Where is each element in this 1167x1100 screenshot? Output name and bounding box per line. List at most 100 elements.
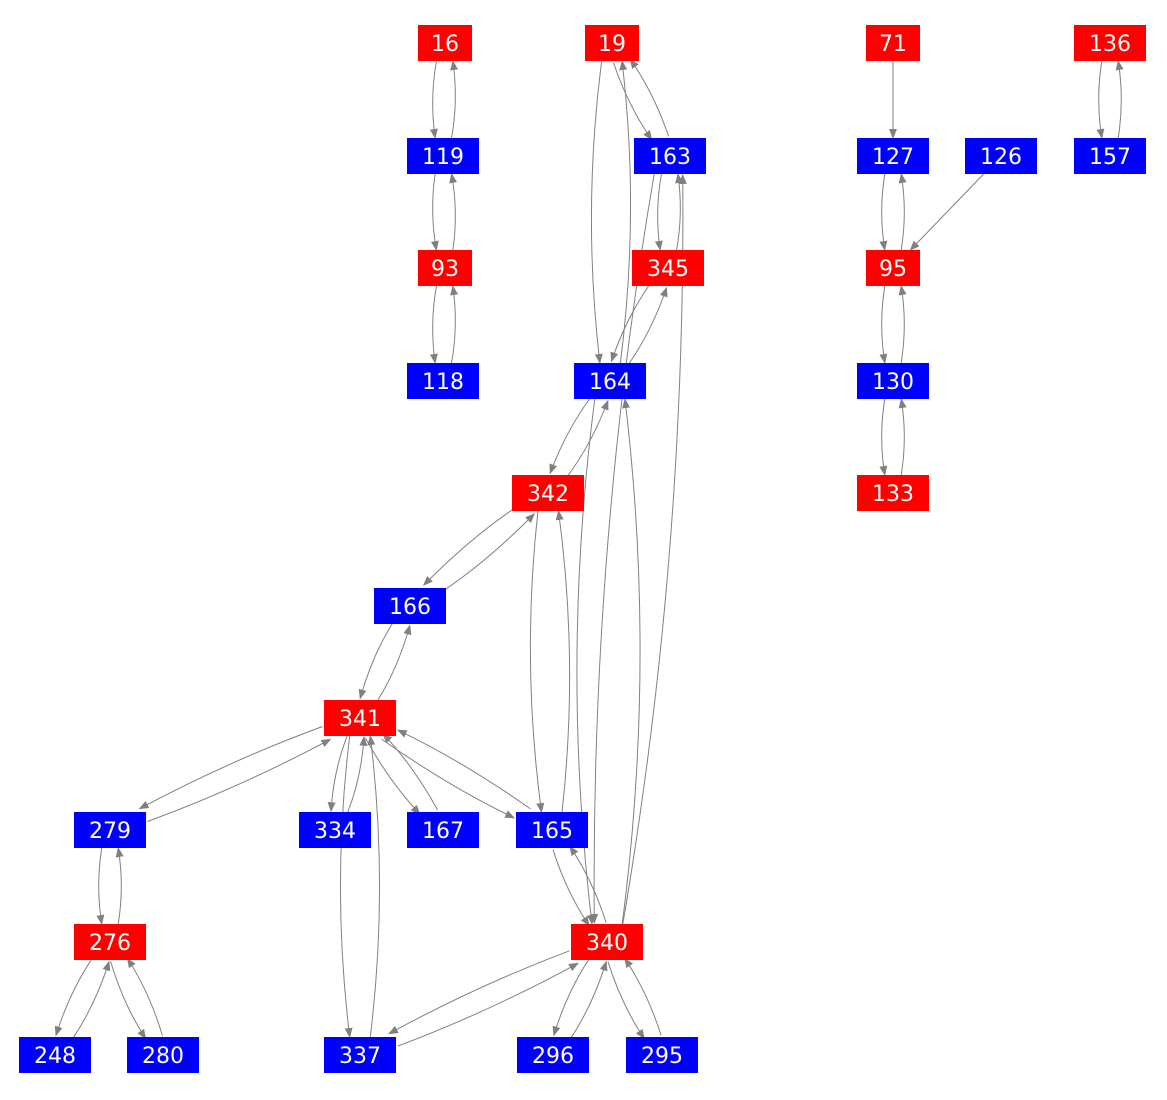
edge-19-to-163 xyxy=(612,62,653,141)
node-136[interactable]: 136 xyxy=(1074,25,1146,61)
edge-93-to-119 xyxy=(449,172,458,251)
edge-341-to-334 xyxy=(327,735,348,813)
edge-133-to-130 xyxy=(898,398,907,476)
node-label: 164 xyxy=(589,370,631,395)
node-165[interactable]: 165 xyxy=(516,812,588,848)
node-296[interactable]: 296 xyxy=(517,1037,589,1073)
edge-127-to-95 xyxy=(879,173,888,251)
edge-93-to-118 xyxy=(429,285,438,364)
node-box xyxy=(574,363,646,399)
node-276[interactable]: 276 xyxy=(74,924,146,960)
edge-164-to-342 xyxy=(549,396,592,475)
node-label: 279 xyxy=(89,819,131,844)
edge-340-to-295 xyxy=(607,961,645,1040)
edge-164-to-345 xyxy=(627,286,668,365)
node-19[interactable]: 19 xyxy=(585,25,639,61)
edge-341-to-167 xyxy=(365,737,421,815)
node-334[interactable]: 334 xyxy=(299,812,371,848)
edge-165-to-341 xyxy=(396,729,531,810)
edge-340-to-165 xyxy=(569,845,607,923)
node-130[interactable]: 130 xyxy=(857,363,929,399)
edge-334-to-341 xyxy=(347,735,368,813)
node-280[interactable]: 280 xyxy=(127,1037,199,1073)
node-16[interactable]: 16 xyxy=(418,25,472,61)
node-box xyxy=(516,812,588,848)
edge-276-to-248 xyxy=(54,958,93,1037)
node-box xyxy=(74,924,146,960)
edge-130-to-95 xyxy=(898,285,907,364)
node-label: 118 xyxy=(422,370,464,395)
edge-157-to-136 xyxy=(1115,60,1124,139)
node-label: 136 xyxy=(1089,32,1131,57)
edge-341-to-166 xyxy=(376,624,412,702)
edge-345-to-164 xyxy=(610,284,651,363)
edge-341-to-337 xyxy=(339,735,353,1038)
edge-248-to-276 xyxy=(72,960,111,1039)
node-342[interactable]: 342 xyxy=(512,475,584,511)
node-163[interactable]: 163 xyxy=(634,138,706,174)
edge-166-to-342 xyxy=(443,513,536,592)
node-box xyxy=(1074,25,1146,61)
node-295[interactable]: 295 xyxy=(626,1037,698,1073)
node-label: 337 xyxy=(339,1044,381,1069)
edge-165-to-340 xyxy=(552,849,590,927)
node-71[interactable]: 71 xyxy=(866,25,920,61)
node-label: 93 xyxy=(431,257,459,282)
edge-95-to-130 xyxy=(879,285,888,364)
node-157[interactable]: 157 xyxy=(1074,138,1146,174)
node-box xyxy=(517,1037,589,1073)
node-box xyxy=(634,138,706,174)
edge-164-to-19 xyxy=(619,60,632,364)
edge-341-to-279 xyxy=(138,726,323,810)
edge-130-to-133 xyxy=(879,398,888,476)
node-box xyxy=(857,363,929,399)
node-label: 166 xyxy=(389,595,431,620)
node-label: 19 xyxy=(598,32,626,57)
edge-276-to-280 xyxy=(110,961,147,1040)
edge-340-to-337 xyxy=(388,950,570,1035)
node-341[interactable]: 341 xyxy=(324,700,396,736)
edge-340-to-296 xyxy=(552,958,590,1037)
node-box xyxy=(127,1037,199,1073)
edge-337-to-340 xyxy=(397,962,579,1047)
node-box xyxy=(299,812,371,848)
node-label: 157 xyxy=(1089,145,1131,170)
node-label: 119 xyxy=(422,145,464,170)
edge-167-to-341 xyxy=(382,733,438,811)
node-93[interactable]: 93 xyxy=(418,250,472,286)
node-label: 280 xyxy=(142,1044,184,1069)
node-167[interactable]: 167 xyxy=(407,812,479,848)
edge-342-to-166 xyxy=(422,507,515,586)
node-box xyxy=(866,25,920,61)
node-279[interactable]: 279 xyxy=(74,812,146,848)
node-133[interactable]: 133 xyxy=(857,475,929,511)
node-box xyxy=(418,250,472,286)
node-label: 95 xyxy=(879,257,907,282)
node-248[interactable]: 248 xyxy=(19,1037,91,1073)
node-95[interactable]: 95 xyxy=(866,250,920,286)
node-label: 276 xyxy=(89,931,131,956)
edge-166-to-341 xyxy=(358,622,394,700)
node-box xyxy=(626,1037,698,1073)
edge-165-to-342 xyxy=(555,509,571,812)
node-box xyxy=(857,138,929,174)
node-337[interactable]: 337 xyxy=(324,1037,396,1073)
edge-16-to-119 xyxy=(429,60,438,139)
node-164[interactable]: 164 xyxy=(574,363,646,399)
node-box xyxy=(407,363,479,399)
node-label: 345 xyxy=(647,257,689,282)
node-box xyxy=(374,588,446,624)
node-119[interactable]: 119 xyxy=(407,138,479,174)
node-127[interactable]: 127 xyxy=(857,138,929,174)
node-118[interactable]: 118 xyxy=(407,363,479,399)
node-126[interactable]: 126 xyxy=(965,138,1037,174)
node-label: 248 xyxy=(34,1044,76,1069)
node-box xyxy=(1074,138,1146,174)
node-label: 127 xyxy=(872,145,914,170)
edge-280-to-276 xyxy=(126,957,163,1036)
node-166[interactable]: 166 xyxy=(374,588,446,624)
node-345[interactable]: 345 xyxy=(632,250,704,286)
edge-119-to-16 xyxy=(450,60,459,139)
node-340[interactable]: 340 xyxy=(571,924,643,960)
